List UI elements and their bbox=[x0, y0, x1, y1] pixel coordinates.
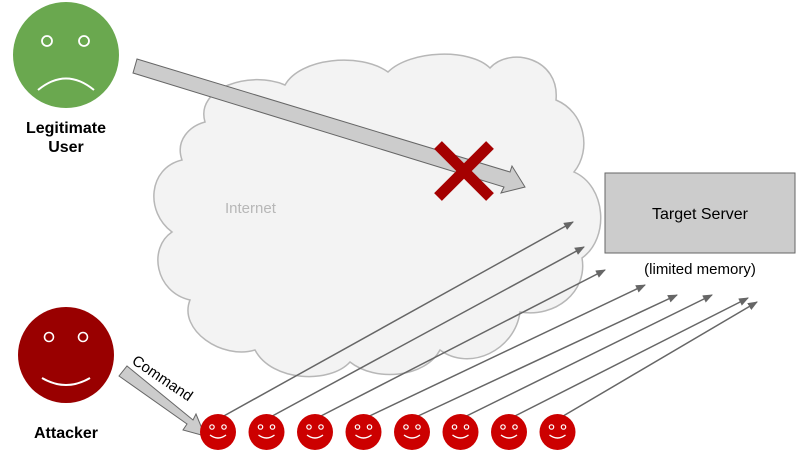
attacker-face-icon bbox=[18, 307, 114, 403]
sad-face-icon bbox=[13, 2, 119, 108]
internet-cloud: Internet bbox=[153, 53, 602, 378]
bot-row bbox=[200, 414, 576, 450]
target-server-box bbox=[604, 172, 796, 254]
command-arrow bbox=[118, 365, 206, 437]
attack-line bbox=[367, 284, 646, 418]
legitimate-user-label-line2: User bbox=[48, 139, 84, 156]
attack-line bbox=[464, 294, 713, 418]
blocked-x-icon bbox=[434, 141, 494, 201]
attacker-label: Attacker bbox=[34, 425, 98, 442]
bot-face-icon bbox=[394, 414, 430, 450]
legitimate-request-arrow bbox=[132, 58, 526, 194]
legitimate-user: Legitimate User bbox=[13, 2, 119, 156]
attack-line bbox=[415, 294, 678, 418]
attacker: Attacker bbox=[18, 307, 114, 442]
attack-line bbox=[270, 246, 585, 418]
bot-face-icon bbox=[491, 414, 527, 450]
attack-line bbox=[512, 297, 749, 418]
attack-line bbox=[561, 301, 758, 418]
target-server: Target Server (limited memory) bbox=[604, 172, 796, 278]
bot-face-icon bbox=[442, 414, 479, 450]
bot-face-icon bbox=[297, 414, 333, 450]
attack-line bbox=[318, 269, 606, 418]
bot-face-icon bbox=[248, 414, 285, 450]
attack-lines bbox=[221, 221, 758, 418]
server-note-label: (limited memory) bbox=[644, 261, 756, 278]
bot-face-icon bbox=[539, 414, 576, 450]
legitimate-user-label-line1: Legitimate bbox=[26, 120, 106, 137]
attack-line bbox=[221, 221, 574, 418]
internet-label: Internet bbox=[225, 200, 277, 217]
bot-face-icon bbox=[345, 414, 382, 450]
bot-face-icon bbox=[200, 414, 236, 450]
target-server-label: Target Server bbox=[652, 206, 749, 223]
